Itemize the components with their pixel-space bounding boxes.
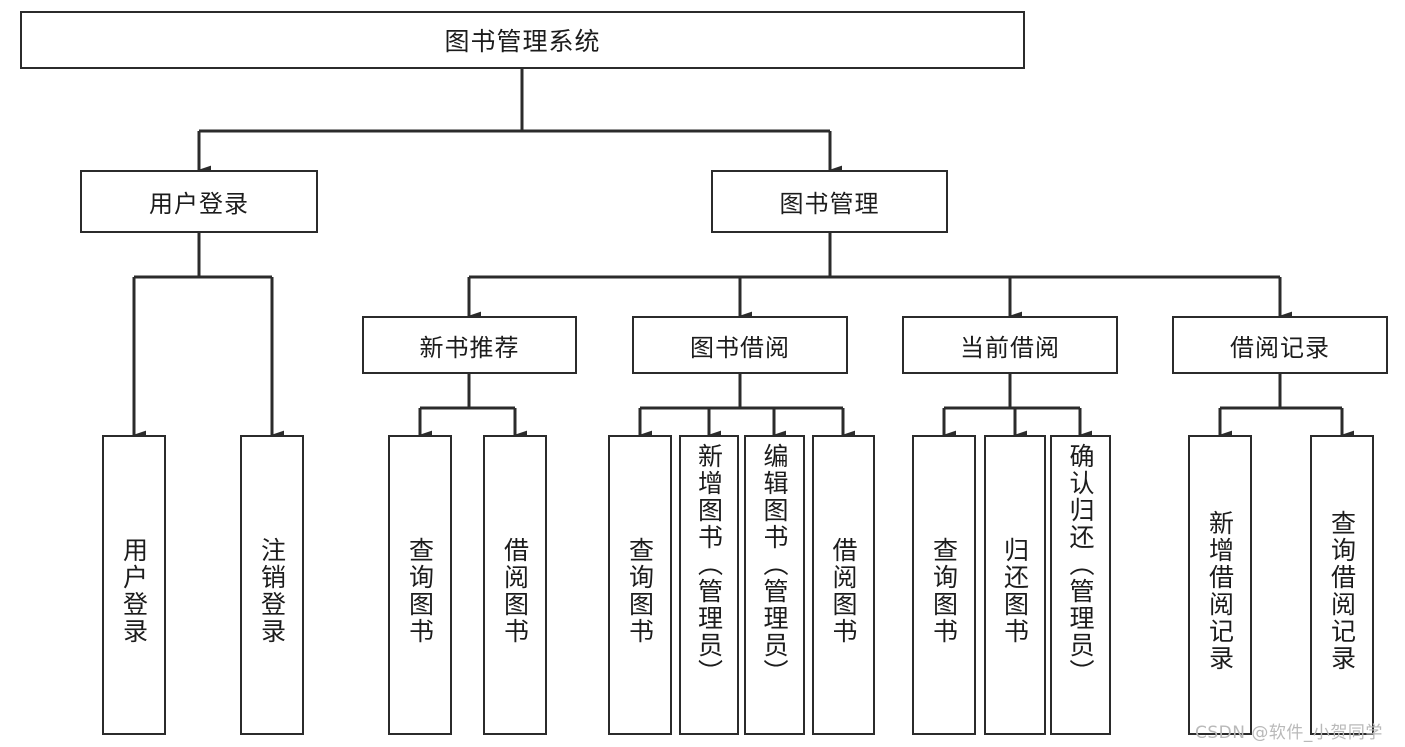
node-label: 查询借阅记录	[1327, 510, 1357, 672]
node-leaf-query-book-recommend[interactable]: 查询图书	[388, 435, 452, 735]
node-label: 查询图书	[929, 537, 959, 645]
node-label: 当前借阅	[960, 333, 1060, 362]
node-label: 新增借阅记录	[1205, 510, 1235, 672]
node-label: 用户登录	[149, 190, 249, 218]
node-root-system[interactable]: 图书管理系统	[20, 11, 1025, 69]
node-label: 图书管理系统	[444, 27, 601, 56]
node-label: 用户登录	[119, 537, 149, 645]
node-leaf-borrow-book-recommend[interactable]: 借阅图书	[483, 435, 547, 735]
node-new-book-recommend[interactable]: 新书推荐	[362, 316, 577, 374]
node-leaf-query-borrow-record[interactable]: 查询借阅记录	[1310, 435, 1374, 735]
node-label: 编辑图书（管理员）	[760, 443, 789, 686]
node-label: 借阅记录	[1230, 333, 1330, 362]
watermark-text: CSDN @软件_小贺同学	[1195, 723, 1383, 743]
node-label: 借阅图书	[829, 537, 858, 645]
node-label: 查询图书	[405, 537, 435, 645]
node-book-borrow[interactable]: 图书借阅	[632, 316, 848, 374]
node-leaf-query-book-borrow[interactable]: 查询图书	[608, 435, 672, 735]
node-label: 图书借阅	[690, 333, 790, 362]
node-leaf-add-borrow-record[interactable]: 新增借阅记录	[1188, 435, 1252, 735]
node-leaf-query-book-current[interactable]: 查询图书	[912, 435, 976, 735]
node-label: 图书管理	[779, 190, 880, 218]
node-label: 新书推荐	[419, 333, 520, 362]
node-leaf-confirm-return[interactable]: 确认归还（管理员）	[1050, 435, 1111, 735]
node-label: 查询图书	[625, 537, 655, 645]
node-leaf-edit-book[interactable]: 编辑图书（管理员）	[744, 435, 805, 735]
node-label: 新增图书（管理员）	[694, 443, 724, 686]
node-label: 借阅图书	[500, 537, 530, 645]
node-current-borrow[interactable]: 当前借阅	[902, 316, 1118, 374]
node-leaf-user-logout[interactable]: 注销登录	[240, 435, 304, 735]
node-borrow-record[interactable]: 借阅记录	[1172, 316, 1388, 374]
node-label: 归还图书	[1000, 537, 1030, 645]
node-label: 注销登录	[257, 537, 287, 645]
node-leaf-add-book[interactable]: 新增图书（管理员）	[679, 435, 739, 735]
node-leaf-borrow-book[interactable]: 借阅图书	[812, 435, 875, 735]
node-label: 确认归还（管理员）	[1066, 443, 1095, 686]
node-leaf-return-book[interactable]: 归还图书	[984, 435, 1046, 735]
node-book-management[interactable]: 图书管理	[711, 170, 948, 233]
node-leaf-user-login[interactable]: 用户登录	[102, 435, 166, 735]
node-user-login[interactable]: 用户登录	[80, 170, 318, 233]
